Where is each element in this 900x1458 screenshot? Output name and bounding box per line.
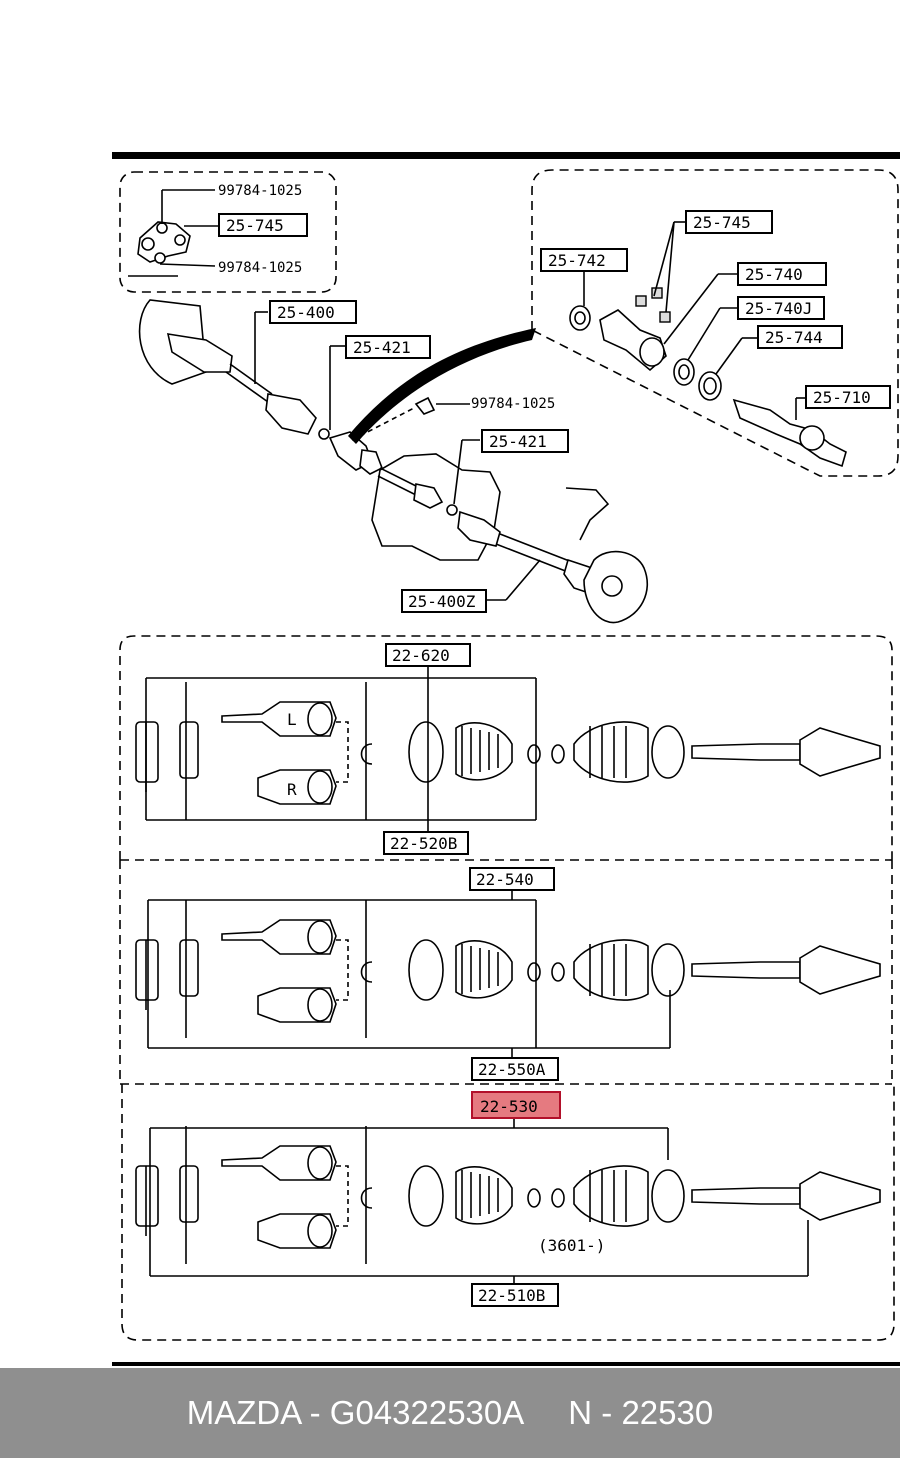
boot-inner — [455, 1166, 513, 1225]
boot-band-large — [408, 721, 444, 783]
grease-tube-1 — [135, 939, 159, 1001]
right-inset-ring-label: 25-744 — [765, 328, 823, 347]
panel-1-letter-l: L — [287, 710, 297, 729]
joint-face-lower — [307, 988, 333, 1022]
drive-shaft — [691, 1187, 801, 1205]
footer-bar: MAZDA - G04322530A N - 22530 — [0, 1368, 900, 1458]
right-inset-joint-label: 25-710 — [813, 388, 871, 407]
right-inset-seal-label: 25-742 — [548, 251, 606, 270]
outer-joint-upper — [221, 1145, 337, 1181]
small-band-1 — [527, 744, 541, 764]
top-inset-bolt-top-label: 99784-1025 — [218, 183, 302, 199]
outer-cv-joint — [799, 1171, 881, 1221]
drive-shaft — [691, 961, 801, 979]
top-rule — [112, 152, 900, 159]
boot-inner — [455, 940, 513, 999]
panel-1-letter-r: R — [287, 780, 297, 799]
joint-face-lower — [307, 770, 333, 804]
circlip — [360, 1187, 373, 1209]
boot-band-outer — [651, 1169, 685, 1223]
bottom-rule — [112, 1362, 900, 1366]
panel-frames — [119, 635, 895, 1341]
left-shaft-label: 25-400 — [277, 303, 335, 322]
outer-cv-joint — [799, 727, 881, 777]
right-inset-bracket-label: 25-745 — [693, 213, 751, 232]
center-bolt-label: 99784-1025 — [471, 396, 555, 412]
outer-joint-upper — [221, 919, 337, 955]
right-inset-bearing-label: 25-740 — [745, 265, 803, 284]
clip-right-label: 25-421 — [489, 432, 547, 451]
circlip — [360, 743, 373, 765]
panel-1-bottom-label: 22-520B — [390, 834, 457, 853]
boot-band-large — [408, 1165, 444, 1227]
small-band-1 — [527, 1188, 541, 1208]
highlighted-part-box[interactable] — [471, 1091, 561, 1119]
parts-diagram: 99784-1025 25-745 99784-1025 — [112, 152, 900, 1366]
grease-tube-2 — [179, 1165, 199, 1223]
top-inset-bolt-bottom-label: 99784-1025 — [218, 260, 302, 276]
joint-face-upper — [307, 1146, 333, 1180]
clip-left-label: 25-421 — [353, 338, 411, 357]
joint-face-lower — [307, 1214, 333, 1248]
grease-tube-2 — [179, 939, 199, 997]
boot-inner — [455, 722, 513, 781]
joint-connector — [336, 939, 349, 1001]
circlip — [360, 961, 373, 983]
small-band-2 — [551, 962, 565, 982]
panel-2-top-label: 22-540 — [476, 870, 534, 889]
boot-band-large — [408, 939, 444, 1001]
panel-2-bottom-label: 22-550A — [478, 1060, 546, 1079]
outer-joint-upper — [221, 701, 337, 737]
boot-outer — [573, 721, 649, 783]
grease-tube-2 — [179, 721, 199, 779]
panel-1-top-label: 22-620 — [392, 646, 450, 665]
main-assembly: 25-400 25-421 99784-1025 25-421 25-400Z — [138, 299, 649, 624]
drive-shaft — [691, 743, 801, 761]
panel-2: 22-540 22-550A — [147, 867, 671, 1081]
top-left-inset: 99784-1025 25-745 99784-1025 — [119, 171, 337, 293]
panel-art — [135, 682, 881, 1264]
panel-3-bottom-label: 22-510B — [478, 1286, 545, 1305]
boot-band-outer — [651, 725, 685, 779]
boot-outer — [573, 939, 649, 1001]
panel-3-highlight-label[interactable]: 22-530 — [480, 1097, 538, 1116]
top-inset-bracket-label: 25-745 — [226, 216, 284, 235]
small-band-2 — [551, 1188, 565, 1208]
joint-face-upper — [307, 920, 333, 954]
footer-part-text: MAZDA - G04322530A N - 22530 — [186, 1394, 714, 1431]
panel-1: 22-620 22-520B L R — [145, 643, 537, 855]
outer-cv-joint — [799, 945, 881, 995]
panel-3-note: (3601-) — [538, 1236, 605, 1255]
grease-tube-1 — [135, 721, 159, 783]
right-inset-bearing-j-label: 25-740J — [745, 299, 812, 318]
joint-connector — [336, 721, 349, 783]
panel-3: 22-530 (3601-) 22-510B — [149, 1091, 809, 1307]
small-band-1 — [527, 962, 541, 982]
small-band-2 — [551, 744, 565, 764]
joint-connector — [336, 1165, 349, 1227]
right-inset: 25-745 25-742 25-740 25-740J 25-744 25-7… — [531, 169, 899, 477]
grease-tube-1 — [135, 1165, 159, 1227]
boot-outer — [573, 1165, 649, 1227]
boot-band-outer — [651, 943, 685, 997]
right-shaft-label: 25-400Z — [408, 592, 476, 611]
joint-face-upper — [307, 702, 333, 736]
